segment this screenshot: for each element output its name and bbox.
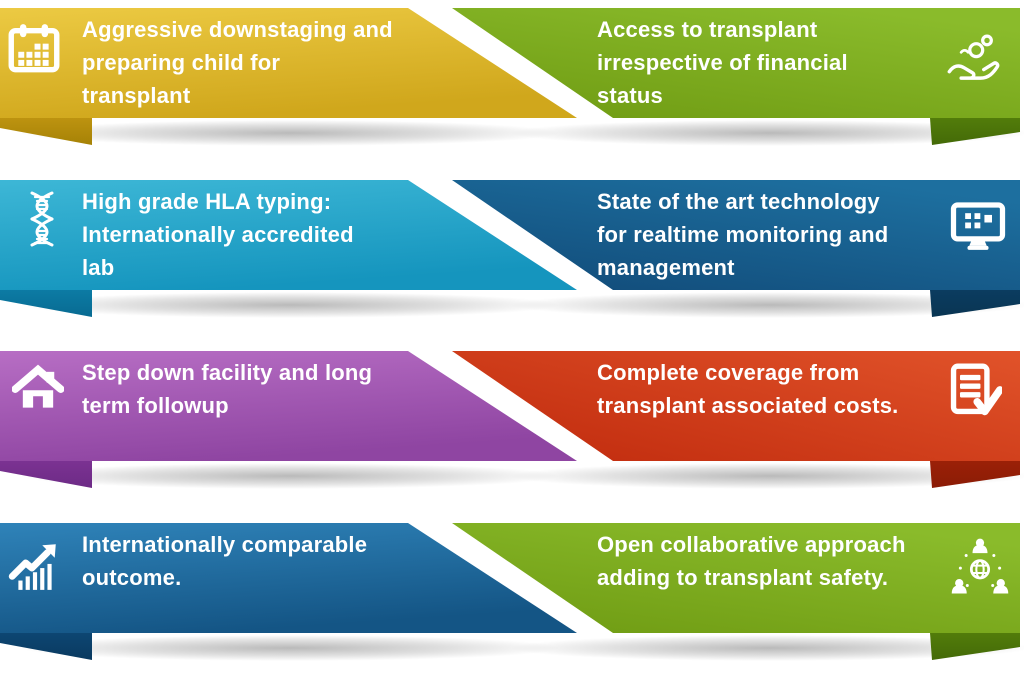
banner-row-3-shapes xyxy=(0,351,1024,489)
left-banner-fold xyxy=(0,461,92,488)
left-banner-shadow xyxy=(20,463,560,489)
right-banner-shadow xyxy=(510,292,1024,318)
left-banner-shadow xyxy=(20,292,560,318)
banner-row-4: Internationally comparable outcome. Open… xyxy=(0,515,1024,685)
document-check-icon xyxy=(946,363,1004,424)
right-banner-shape xyxy=(452,351,1020,461)
dna-icon xyxy=(22,190,62,255)
collaboration-icon xyxy=(950,537,1010,602)
banner-text: Step down facility and long term followu… xyxy=(82,360,373,418)
house-icon xyxy=(11,361,65,418)
banner-text: State of the art technology for realtime… xyxy=(597,189,889,280)
banner-text: Open collaborative approach adding to tr… xyxy=(597,532,906,590)
left-banner-fold xyxy=(0,633,92,660)
banner-text: Internationally comparable outcome. xyxy=(82,532,368,590)
right-banner-shape xyxy=(452,180,1020,290)
left-banner-fold xyxy=(0,118,92,145)
banner-text: Complete coverage from transplant associ… xyxy=(597,360,899,418)
banner-row-2: High grade HLA typing: Internationally a… xyxy=(0,172,1024,342)
banner-text: Aggressive downstaging and preparing chi… xyxy=(82,17,393,108)
right-banner-shape xyxy=(452,523,1020,633)
right-banner-fold xyxy=(930,461,1020,488)
banner-row-2-shapes xyxy=(0,180,1024,318)
monitor-icon xyxy=(950,198,1006,259)
right-banner-fold xyxy=(930,633,1020,660)
hand-care-icon xyxy=(944,34,1002,95)
banner-row-1-shapes xyxy=(0,8,1024,146)
right-banner-fold xyxy=(930,290,1020,317)
banner-text: High grade HLA typing: Internationally a… xyxy=(82,189,354,280)
banner-row-4-shapes xyxy=(0,523,1024,661)
left-banner-shape xyxy=(0,8,577,118)
calendar-icon xyxy=(8,22,60,79)
right-banner-shadow xyxy=(510,120,1024,146)
banner-row-1: Aggressive downstaging and preparing chi… xyxy=(0,0,1024,170)
right-banner-shape xyxy=(452,8,1020,118)
banner-row-3: Step down facility and long term followu… xyxy=(0,343,1024,513)
left-banner-shape xyxy=(0,351,577,461)
banner-text: Access to transplant irrespective of fin… xyxy=(597,17,848,108)
right-banner-shadow xyxy=(510,635,1024,661)
growth-chart-icon xyxy=(8,539,62,598)
right-banner-shadow xyxy=(510,463,1024,489)
left-banner-fold xyxy=(0,290,92,317)
left-banner-shape xyxy=(0,523,577,633)
left-banner-shadow xyxy=(20,120,560,146)
right-banner-fold xyxy=(930,118,1020,145)
left-banner-shadow xyxy=(20,635,560,661)
left-banner-shape xyxy=(0,180,577,290)
